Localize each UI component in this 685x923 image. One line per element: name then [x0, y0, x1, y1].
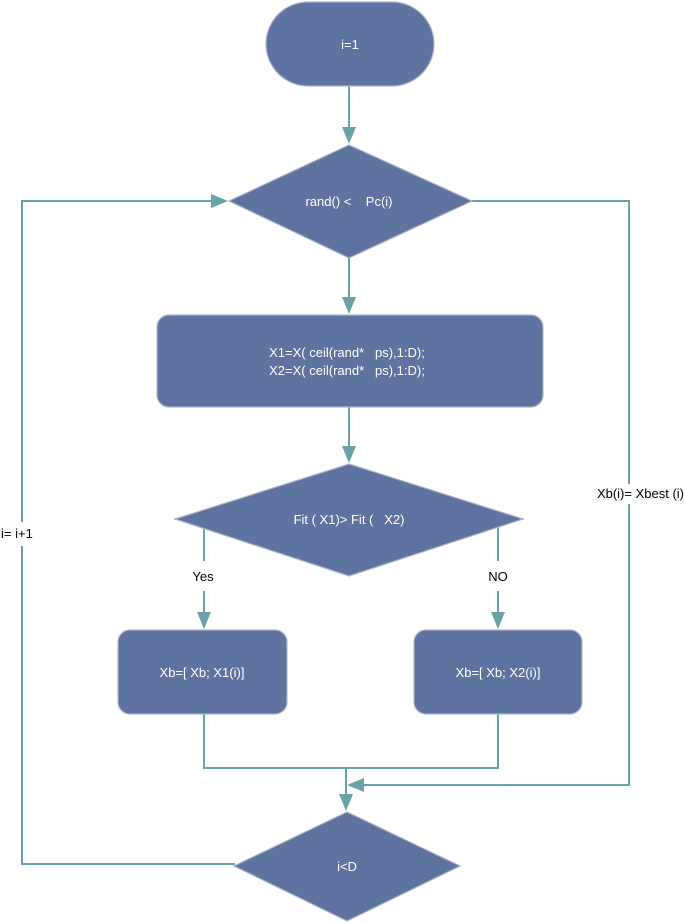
yes-action-label: Xb=[ Xb; X1(i)]	[160, 665, 245, 680]
edge-else-branch	[363, 200, 630, 786]
edge-merge	[203, 714, 499, 769]
assignment-line-2: X2=X( ceil(rand* ps),1:D);	[269, 363, 425, 378]
arrowhead-icon	[491, 612, 505, 629]
compare-decision	[173, 463, 525, 577]
loop-check-label: i<D	[337, 859, 357, 874]
assignment-line-1: X1=X( ceil(rand* ps),1:D);	[269, 345, 425, 360]
no-action-process	[413, 629, 583, 715]
assignment-process	[156, 314, 544, 408]
arrowhead-icon	[342, 297, 356, 314]
yes-action-process	[117, 629, 288, 715]
arrowhead-icon	[197, 612, 211, 629]
edge-label-no: NO	[488, 569, 508, 584]
condition-decision	[227, 144, 474, 259]
arrowhead-icon	[342, 127, 356, 144]
arrowhead-icon	[339, 794, 353, 811]
start-node	[265, 1, 435, 87]
edge-compare-no	[497, 518, 523, 613]
arrowhead-icon	[342, 446, 356, 463]
edge-compare-yes	[175, 518, 205, 613]
no-action-label: Xb=[ Xb; X2(i)]	[456, 665, 541, 680]
start-label: i=1	[341, 37, 359, 52]
edge-loop-back	[21, 200, 235, 865]
loop-check-decision	[232, 811, 462, 922]
arrowhead-icon	[211, 194, 228, 208]
compare-label: Fit ( X1)> Fit ( X2)	[294, 512, 405, 527]
edge-label-increment: i= i+1	[1, 526, 33, 541]
edge-label-else-assign: Xb(i)= Xbest (i)	[597, 486, 684, 501]
arrowhead-icon	[347, 778, 364, 792]
edge-label-yes: Yes	[192, 569, 214, 584]
condition-label: rand() < Pc(i)	[305, 194, 392, 209]
